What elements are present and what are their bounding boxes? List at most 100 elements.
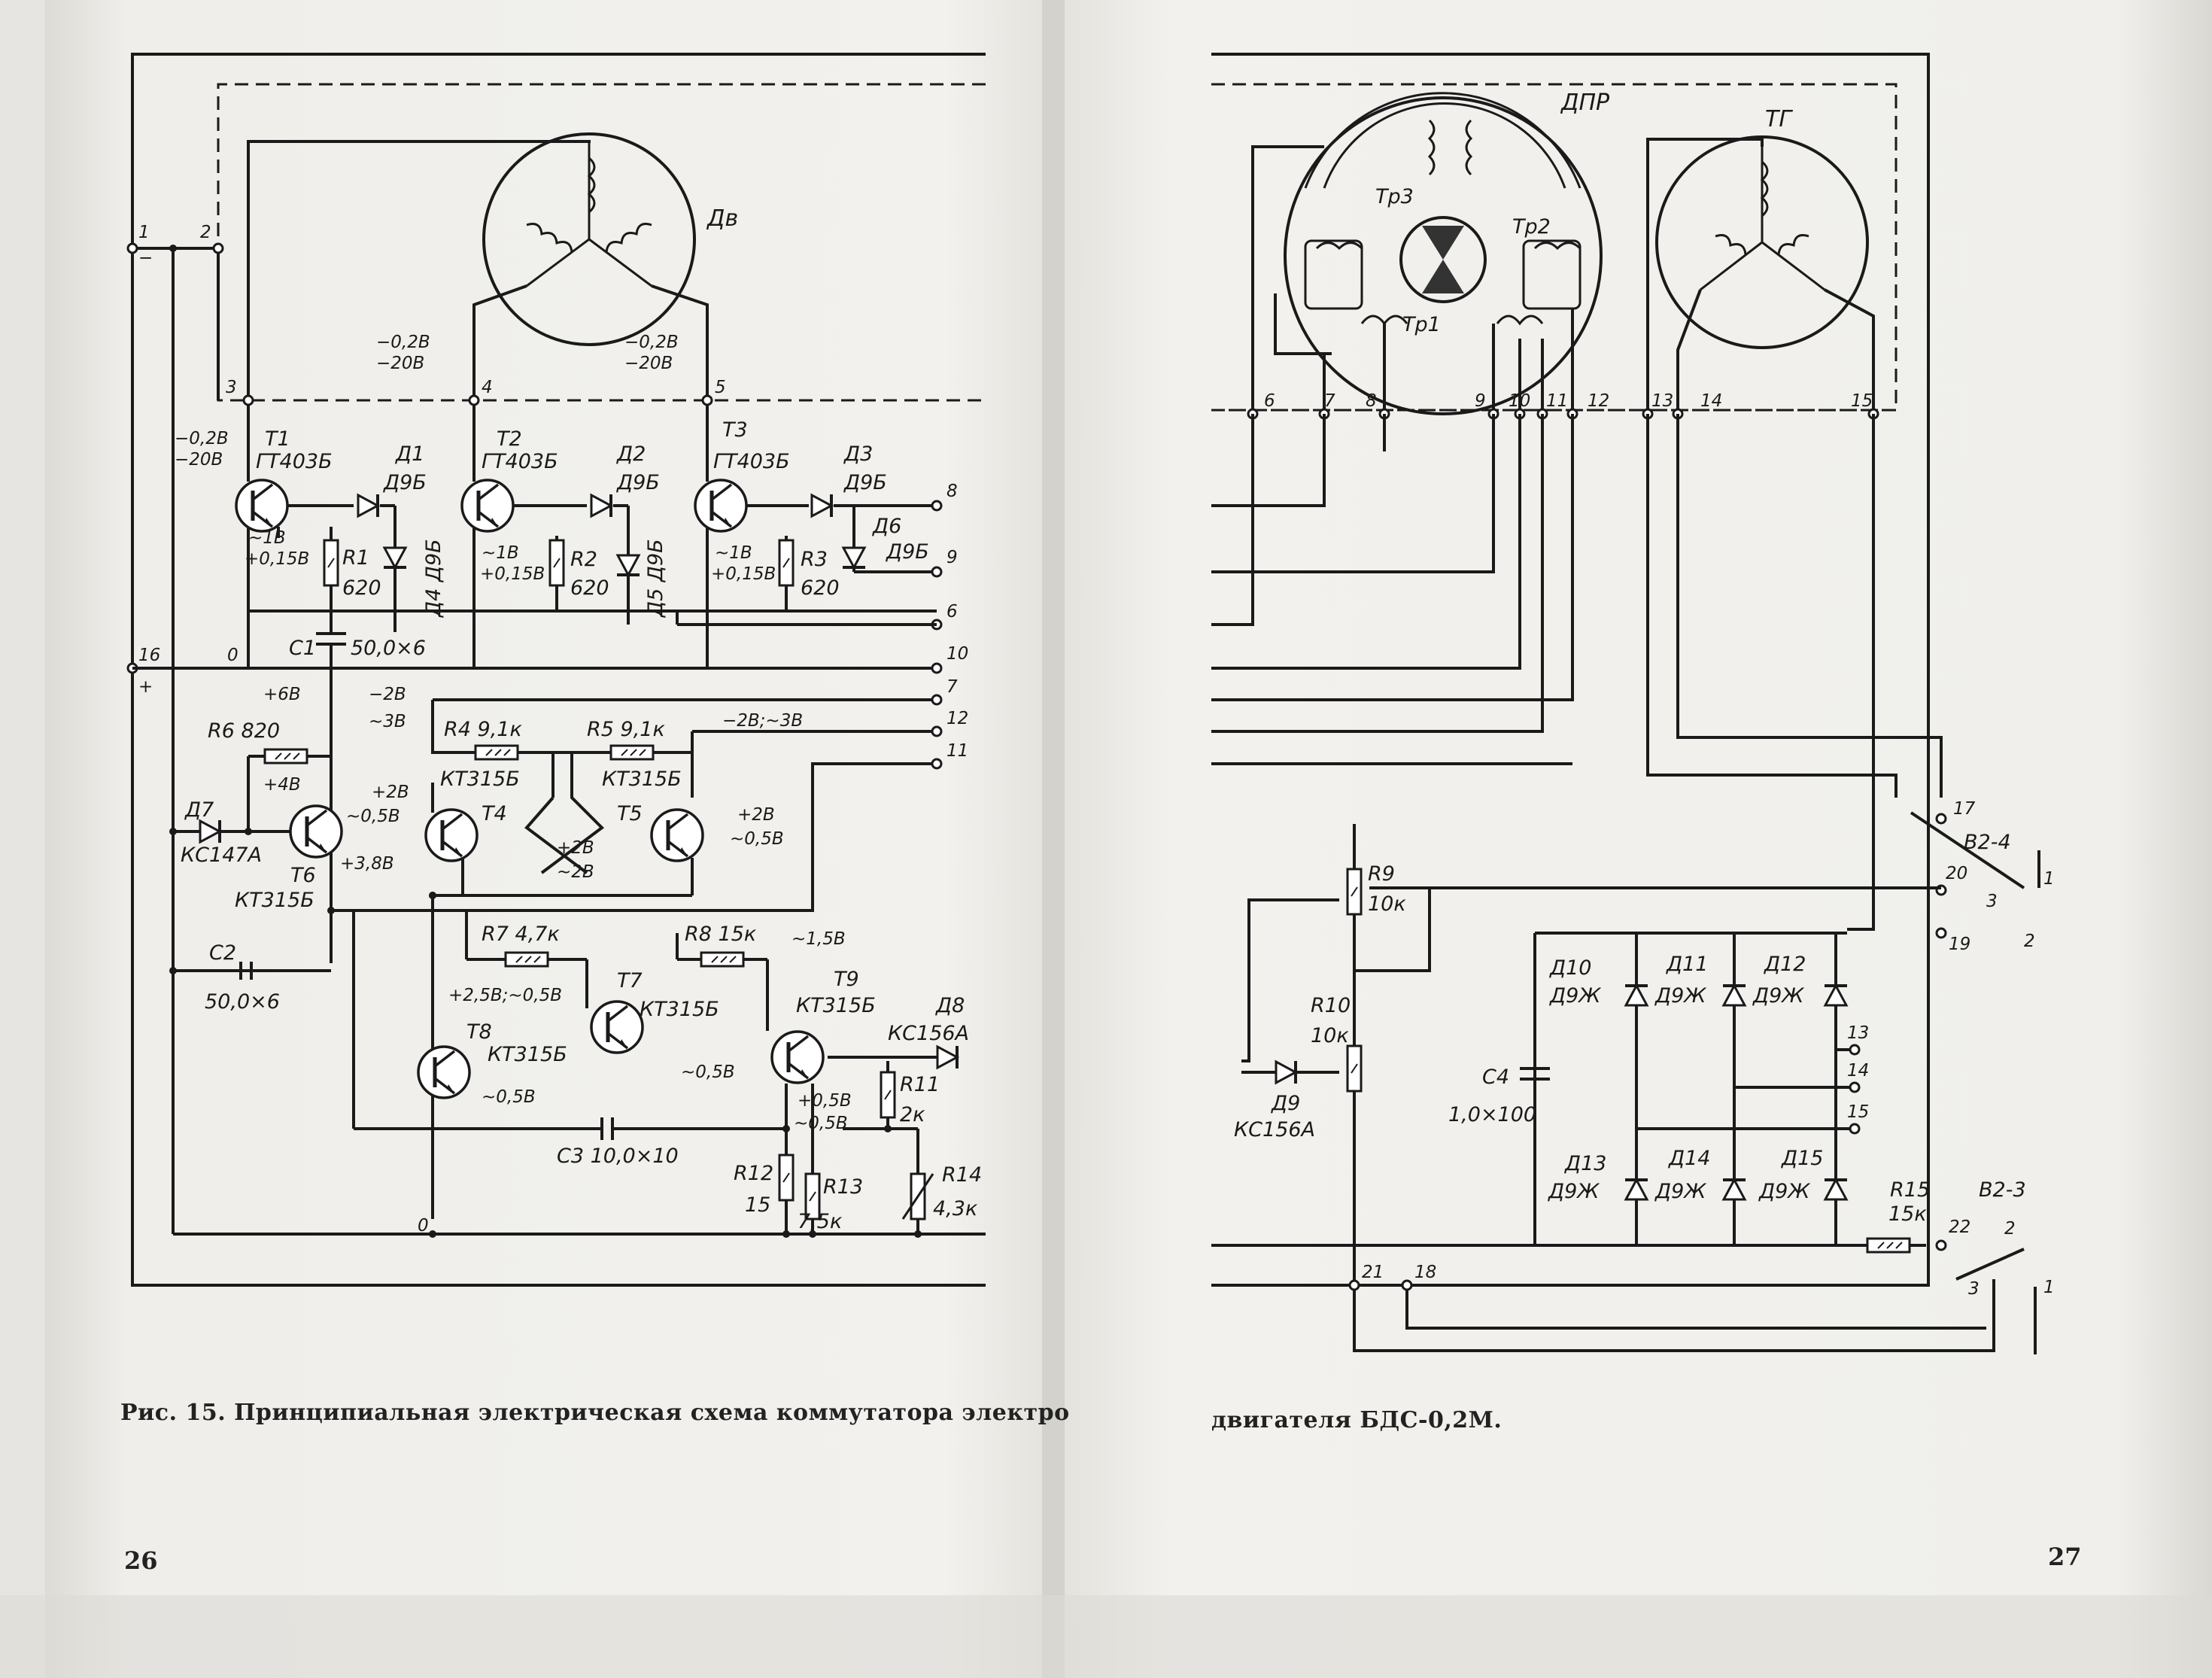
tr-7: 7: [1324, 391, 1335, 411]
volt-4-top: −0,2В: [376, 333, 430, 352]
t7-label: T7: [617, 969, 643, 993]
pin-13: 13: [1847, 1023, 1869, 1043]
volt-t1-bot: −20В: [175, 450, 223, 470]
sw-a2: 2: [2024, 932, 2035, 951]
pin-20: 20: [1946, 864, 1967, 883]
volt-4-bot: −20В: [376, 354, 424, 373]
d15-label: Д15: [1781, 1147, 1823, 1170]
volt-a05b: ~0,5В: [794, 1114, 848, 1133]
volt-t1-top: −0,2В: [175, 429, 229, 448]
volt-p38v: +3,8В: [340, 854, 394, 874]
r3-value: 620: [801, 576, 840, 600]
volt-p4v: +4В: [263, 775, 301, 795]
volt-t3-e2: +0,15В: [711, 564, 776, 584]
volt-t2-e2: +0,15В: [480, 564, 545, 584]
r9-value: 10к: [1368, 892, 1406, 916]
d13-label: Д13: [1564, 1152, 1606, 1175]
r1-value: 620: [342, 576, 381, 600]
page-number-right: 27: [2048, 1543, 2082, 1571]
sw-b2: 2: [2004, 1219, 2016, 1239]
d5-label: Д5 Д9Б: [644, 539, 667, 618]
sw-a3: 3: [1986, 892, 1998, 911]
pin-17: 17: [1953, 799, 1976, 819]
figure-caption-left: Рис. 15. Принципиальная электрическая сх…: [120, 1400, 1070, 1426]
r12-value: 15: [745, 1193, 770, 1217]
d13-type: Д9Ж: [1548, 1180, 1600, 1203]
d14-label: Д14: [1668, 1147, 1710, 1170]
volt-t3-e1: ~1В: [715, 543, 752, 563]
volt-a05-t9: ~0,5В: [681, 1062, 735, 1082]
t4-label: T4: [482, 802, 507, 825]
d11-type: Д9Ж: [1654, 984, 1706, 1008]
r13-label: R13: [823, 1175, 863, 1199]
d10-type: Д9Ж: [1549, 984, 1601, 1008]
d6-type: Д9Б: [886, 540, 929, 564]
d9-label: Д9: [1271, 1092, 1300, 1115]
out-8: 8: [946, 482, 958, 501]
volt-p6v: +6В: [263, 685, 301, 704]
t5-type: КТ315Б: [602, 768, 682, 791]
left-schematic: Дв 1 − 2 3 4 5 16 + 0 0 −0,2В −20В −0,2В…: [126, 53, 986, 1287]
r8-label: R8 15к: [685, 923, 757, 946]
tr-9: 9: [1475, 391, 1486, 411]
t3-type: ГТ403Б: [713, 450, 790, 473]
c3-label: C3 10,0×10: [557, 1145, 679, 1168]
d7-type: КС147А: [181, 844, 262, 867]
tr-11: 11: [1546, 391, 1568, 411]
volt-p25: +2,5В;~0,5В: [448, 986, 562, 1005]
tr2-label: Тр2: [1512, 215, 1551, 239]
volt-p05: +0,5В: [798, 1091, 852, 1111]
c4-label: C4: [1482, 1065, 1509, 1089]
c1-value: 50,0×6: [351, 637, 426, 660]
r15-label: R15: [1890, 1178, 1930, 1202]
c4-value: 1,0×100: [1448, 1103, 1536, 1126]
tr-15: 15: [1851, 391, 1873, 411]
volt-m2v: −2В: [369, 685, 406, 704]
pin-21: 21: [1362, 1263, 1384, 1282]
d4-label: Д4 Д9Б: [422, 539, 445, 618]
volt-t2-e1: ~1В: [482, 543, 519, 563]
sw-b24-label: В2-4: [1964, 831, 2011, 854]
pin-19: 19: [1949, 935, 1970, 954]
c2-label: C2: [209, 941, 236, 965]
terminal-5: 5: [715, 378, 726, 397]
d15-type: Д9Ж: [1758, 1180, 1810, 1203]
out-7: 7: [946, 677, 958, 697]
tr-8: 8: [1366, 391, 1377, 411]
t7-type: КТ315Б: [640, 998, 719, 1021]
t1-label: T1: [265, 427, 290, 451]
r10-value: 10к: [1311, 1024, 1349, 1047]
pin-22: 22: [1949, 1217, 1970, 1237]
volt-t1-e1: ~1В: [248, 528, 286, 548]
terminal-plus: +: [138, 677, 153, 697]
d11-label: Д11: [1666, 953, 1708, 976]
sw-a1: 1: [2043, 869, 2055, 889]
t1-type: ГТ403Б: [256, 450, 333, 473]
volt-p2v-t5: +2В: [737, 805, 775, 825]
terminal-16: 16: [138, 646, 160, 665]
t5-label: T5: [617, 802, 643, 825]
volt-p2v-mid: +2В: [557, 838, 594, 858]
d14-type: Д9Ж: [1654, 1180, 1706, 1203]
pin-15: 15: [1847, 1102, 1869, 1122]
t4-type: КТ315Б: [440, 768, 520, 791]
volt-a05-t5: ~0,5В: [730, 829, 784, 849]
d1-label: Д1: [395, 442, 424, 466]
d2-label: Д2: [616, 442, 646, 466]
t2-label: T2: [497, 427, 522, 451]
tr1-label: Тр1: [1402, 313, 1441, 336]
d12-type: Д9Ж: [1752, 984, 1804, 1008]
d6-label: Д6: [872, 515, 901, 538]
out-11: 11: [946, 741, 968, 761]
r12-label: R12: [734, 1162, 773, 1185]
r10-label: R10: [1311, 994, 1351, 1017]
tr-14: 14: [1700, 391, 1722, 411]
r14-value: 4,3к: [933, 1197, 978, 1221]
volt-a05-t8: ~0,5В: [482, 1087, 536, 1107]
r2-label: R2: [570, 548, 597, 571]
volt-a05-t4: ~0,5В: [346, 807, 400, 826]
t6-type: КТ315Б: [235, 889, 314, 912]
volt-a2v-mid: ~2В: [557, 862, 594, 882]
out-6: 6: [946, 602, 958, 622]
